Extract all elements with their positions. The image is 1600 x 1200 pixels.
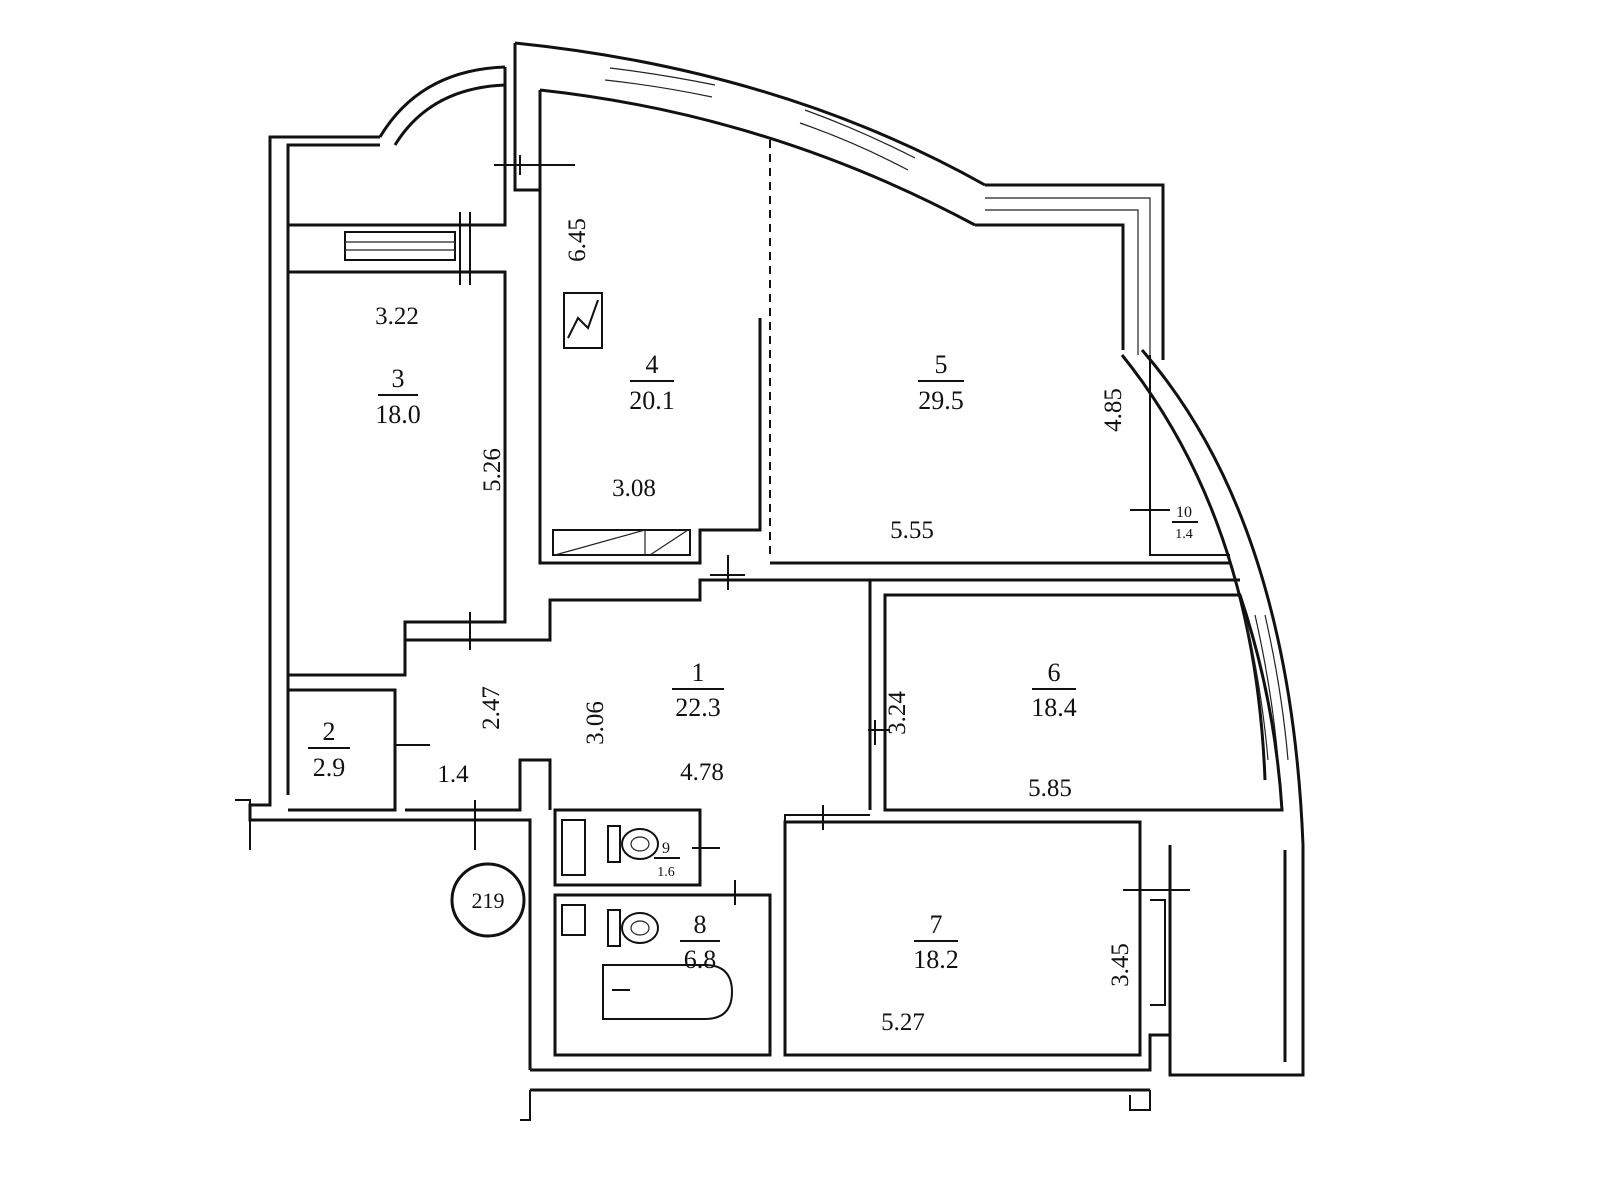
room-label-4: 4 20.1 [629,350,675,415]
dim-room4-width: 3.08 [612,475,656,502]
room-area: 20.1 [629,386,675,415]
room-number: 1 [692,658,705,687]
dim-corridor-depth: 2.47 [478,686,505,730]
door-ticks [395,155,1190,905]
toilet-icon [607,909,659,947]
room-label-6: 6 18.4 [1031,658,1077,722]
room-number: 8 [694,910,707,939]
room-area: 29.5 [918,386,964,415]
dim-room7-depth: 3.45 [1107,943,1134,987]
dim-room7-width: 5.27 [881,1009,925,1036]
room-number: 5 [935,350,948,379]
dim-room6-depth: 3.24 [884,691,911,735]
room-label-2: 2 2.9 [308,717,350,782]
bathtub-icon [602,964,734,1020]
toilet-icon [607,825,659,863]
room-number: 7 [930,910,943,939]
room-number: 9 [662,840,670,857]
dim-corridor-width: 1.4 [437,761,469,788]
room-label-1: 1 22.3 [672,658,724,722]
apartment-number: 219 [472,888,505,913]
room-area: 22.3 [675,693,721,722]
dim-room3-length: 5.26 [479,448,506,492]
room-label-9: 9 1.6 [654,840,680,880]
room-area: 18.2 [913,945,959,974]
room-area: 1.6 [657,865,675,880]
dim-hall-width: 4.78 [680,759,724,786]
dim-room5-width: 5.55 [890,517,934,544]
room-number: 4 [646,350,659,379]
room-label-5: 5 29.5 [918,350,964,415]
room-label-8: 8 6.8 [680,910,720,974]
dim-room4-length: 6.45 [564,218,591,262]
room-number: 6 [1048,658,1061,687]
room-area: 2.9 [313,753,346,782]
boiler-icon [563,292,603,349]
interior-walls [288,140,1284,1057]
apartment-number-badge: 219 [450,862,526,938]
dim-hall-depth: 3.06 [582,701,609,745]
room-label-3: 3 18.0 [375,364,421,429]
room-number: 2 [323,717,336,746]
room-number: 10 [1176,504,1192,521]
dim-room5-length: 4.85 [1100,388,1127,432]
room-label-7: 7 18.2 [913,910,959,974]
room-area: 18.4 [1031,693,1077,722]
room-area: 18.0 [375,400,421,429]
room-number: 3 [392,364,405,393]
dim-room6-width: 5.85 [1028,775,1072,802]
room-label-10: 10 1.4 [1172,504,1198,542]
room-area: 6.8 [684,945,717,974]
dimension-labels: 3.22 5.26 6.45 3.08 5.55 4.85 2.47 1.4 3… [375,218,1134,1036]
dim-room3-width: 3.22 [375,303,419,330]
room-area: 1.4 [1175,527,1193,542]
